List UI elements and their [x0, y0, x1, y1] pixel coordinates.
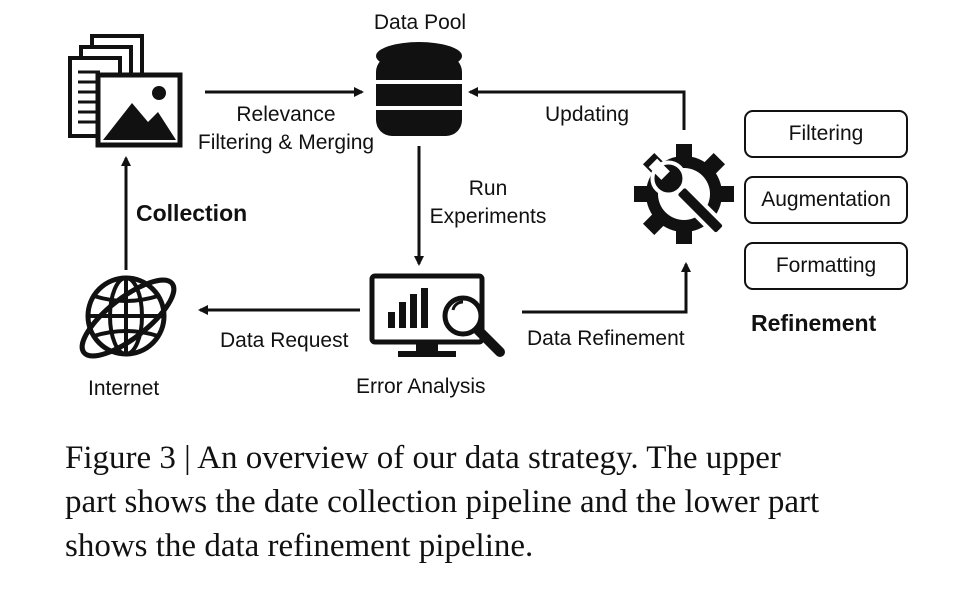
- caption-line-1: Figure 3 | An overview of our data strat…: [65, 440, 781, 476]
- figure-caption: Figure 3 | An overview of our data strat…: [65, 436, 925, 568]
- collection-group-label: Collection: [136, 200, 248, 226]
- internet-label: Internet: [88, 377, 160, 400]
- documents-image-icon: [68, 34, 183, 148]
- arrow-data-refinement: [522, 262, 691, 314]
- caption-line-3: shows the data refinement pipeline.: [65, 528, 534, 564]
- data-refinement-label: Data Refinement: [527, 327, 685, 350]
- caption-line-2: part shows the date collection pipeline …: [65, 484, 820, 520]
- arrow-updating: [468, 87, 686, 130]
- run-label-line1: Run: [468, 177, 508, 200]
- refinement-group-label: Refinement: [751, 310, 877, 336]
- error-analysis-label: Error Analysis: [356, 375, 486, 398]
- updating-label: Updating: [545, 103, 630, 126]
- formatting-box: Formatting: [744, 242, 908, 290]
- diagram-canvas: [68, 34, 734, 359]
- monitor-chart-magnifier-icon: [369, 273, 505, 357]
- globe-icon: [79, 275, 177, 359]
- run-label-line2: Experiments: [429, 205, 547, 228]
- data-pool-label: Data Pool: [373, 11, 467, 34]
- relevance-label-line1: Relevance: [236, 103, 336, 126]
- augmentation-box: Augmentation: [744, 176, 908, 224]
- data-request-label: Data Request: [220, 329, 349, 352]
- database-icon: [376, 42, 462, 136]
- filtering-box: Filtering: [744, 110, 908, 158]
- relevance-label-line2: Filtering & Merging: [197, 131, 375, 154]
- gear-wrench-icon: [634, 144, 734, 244]
